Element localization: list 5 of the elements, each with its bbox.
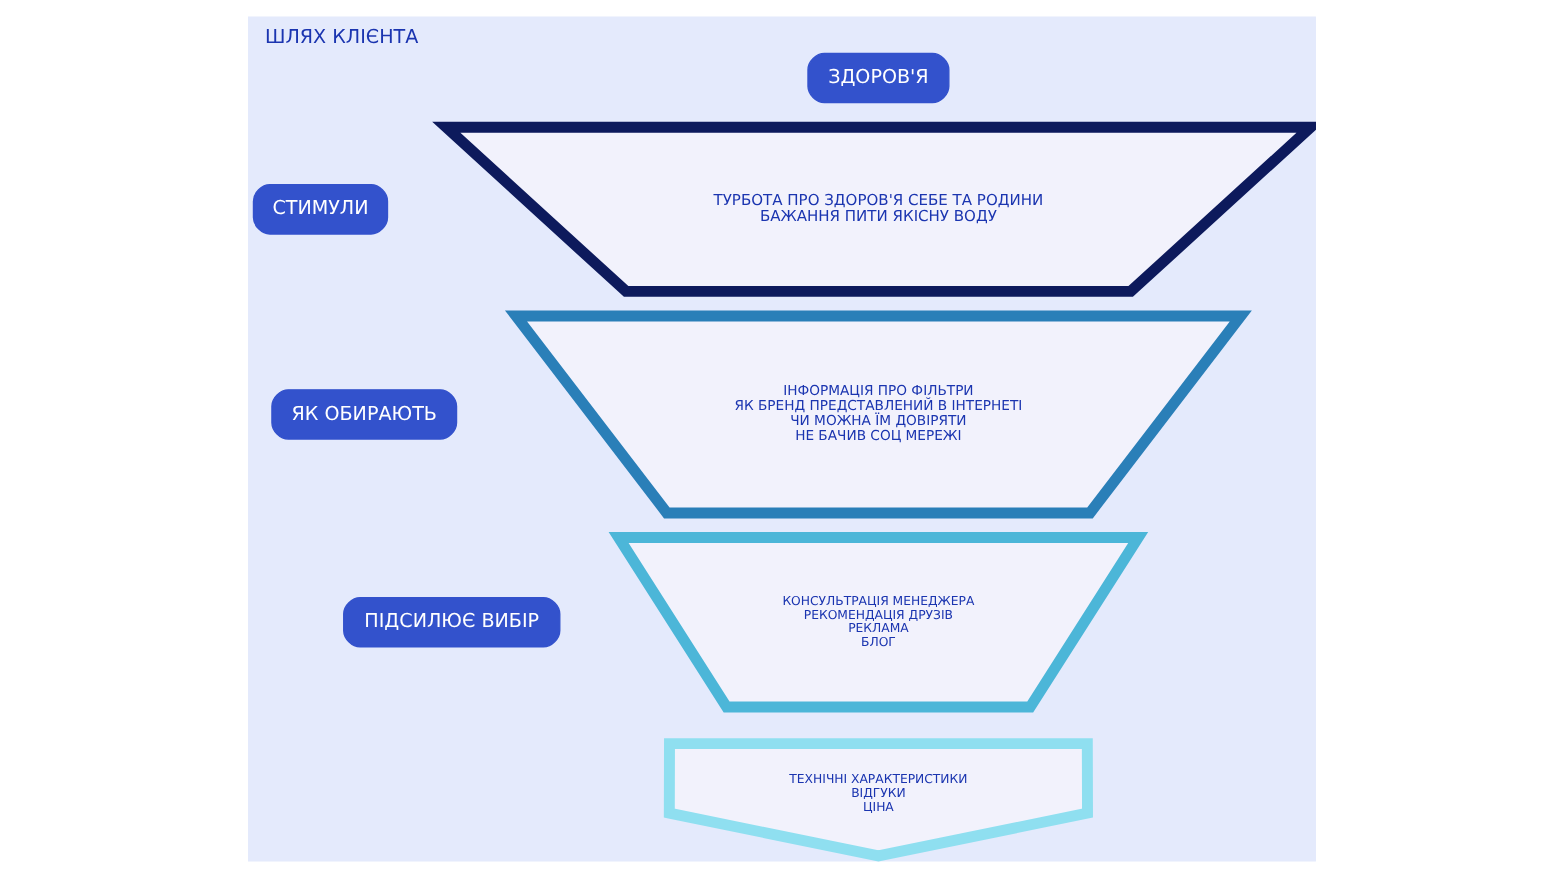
node-box: СТИМУЛИ (251, 184, 388, 235)
node-box: ЗДОРОВ'Я (806, 52, 949, 104)
node-box: ЯК ОБИРАЮТЬ (270, 389, 457, 440)
node-box: ПІДСИЛЮЄ ВИБІР (342, 597, 560, 648)
diagram-title: ШЛЯХ КЛІЄНТА (263, 26, 418, 49)
